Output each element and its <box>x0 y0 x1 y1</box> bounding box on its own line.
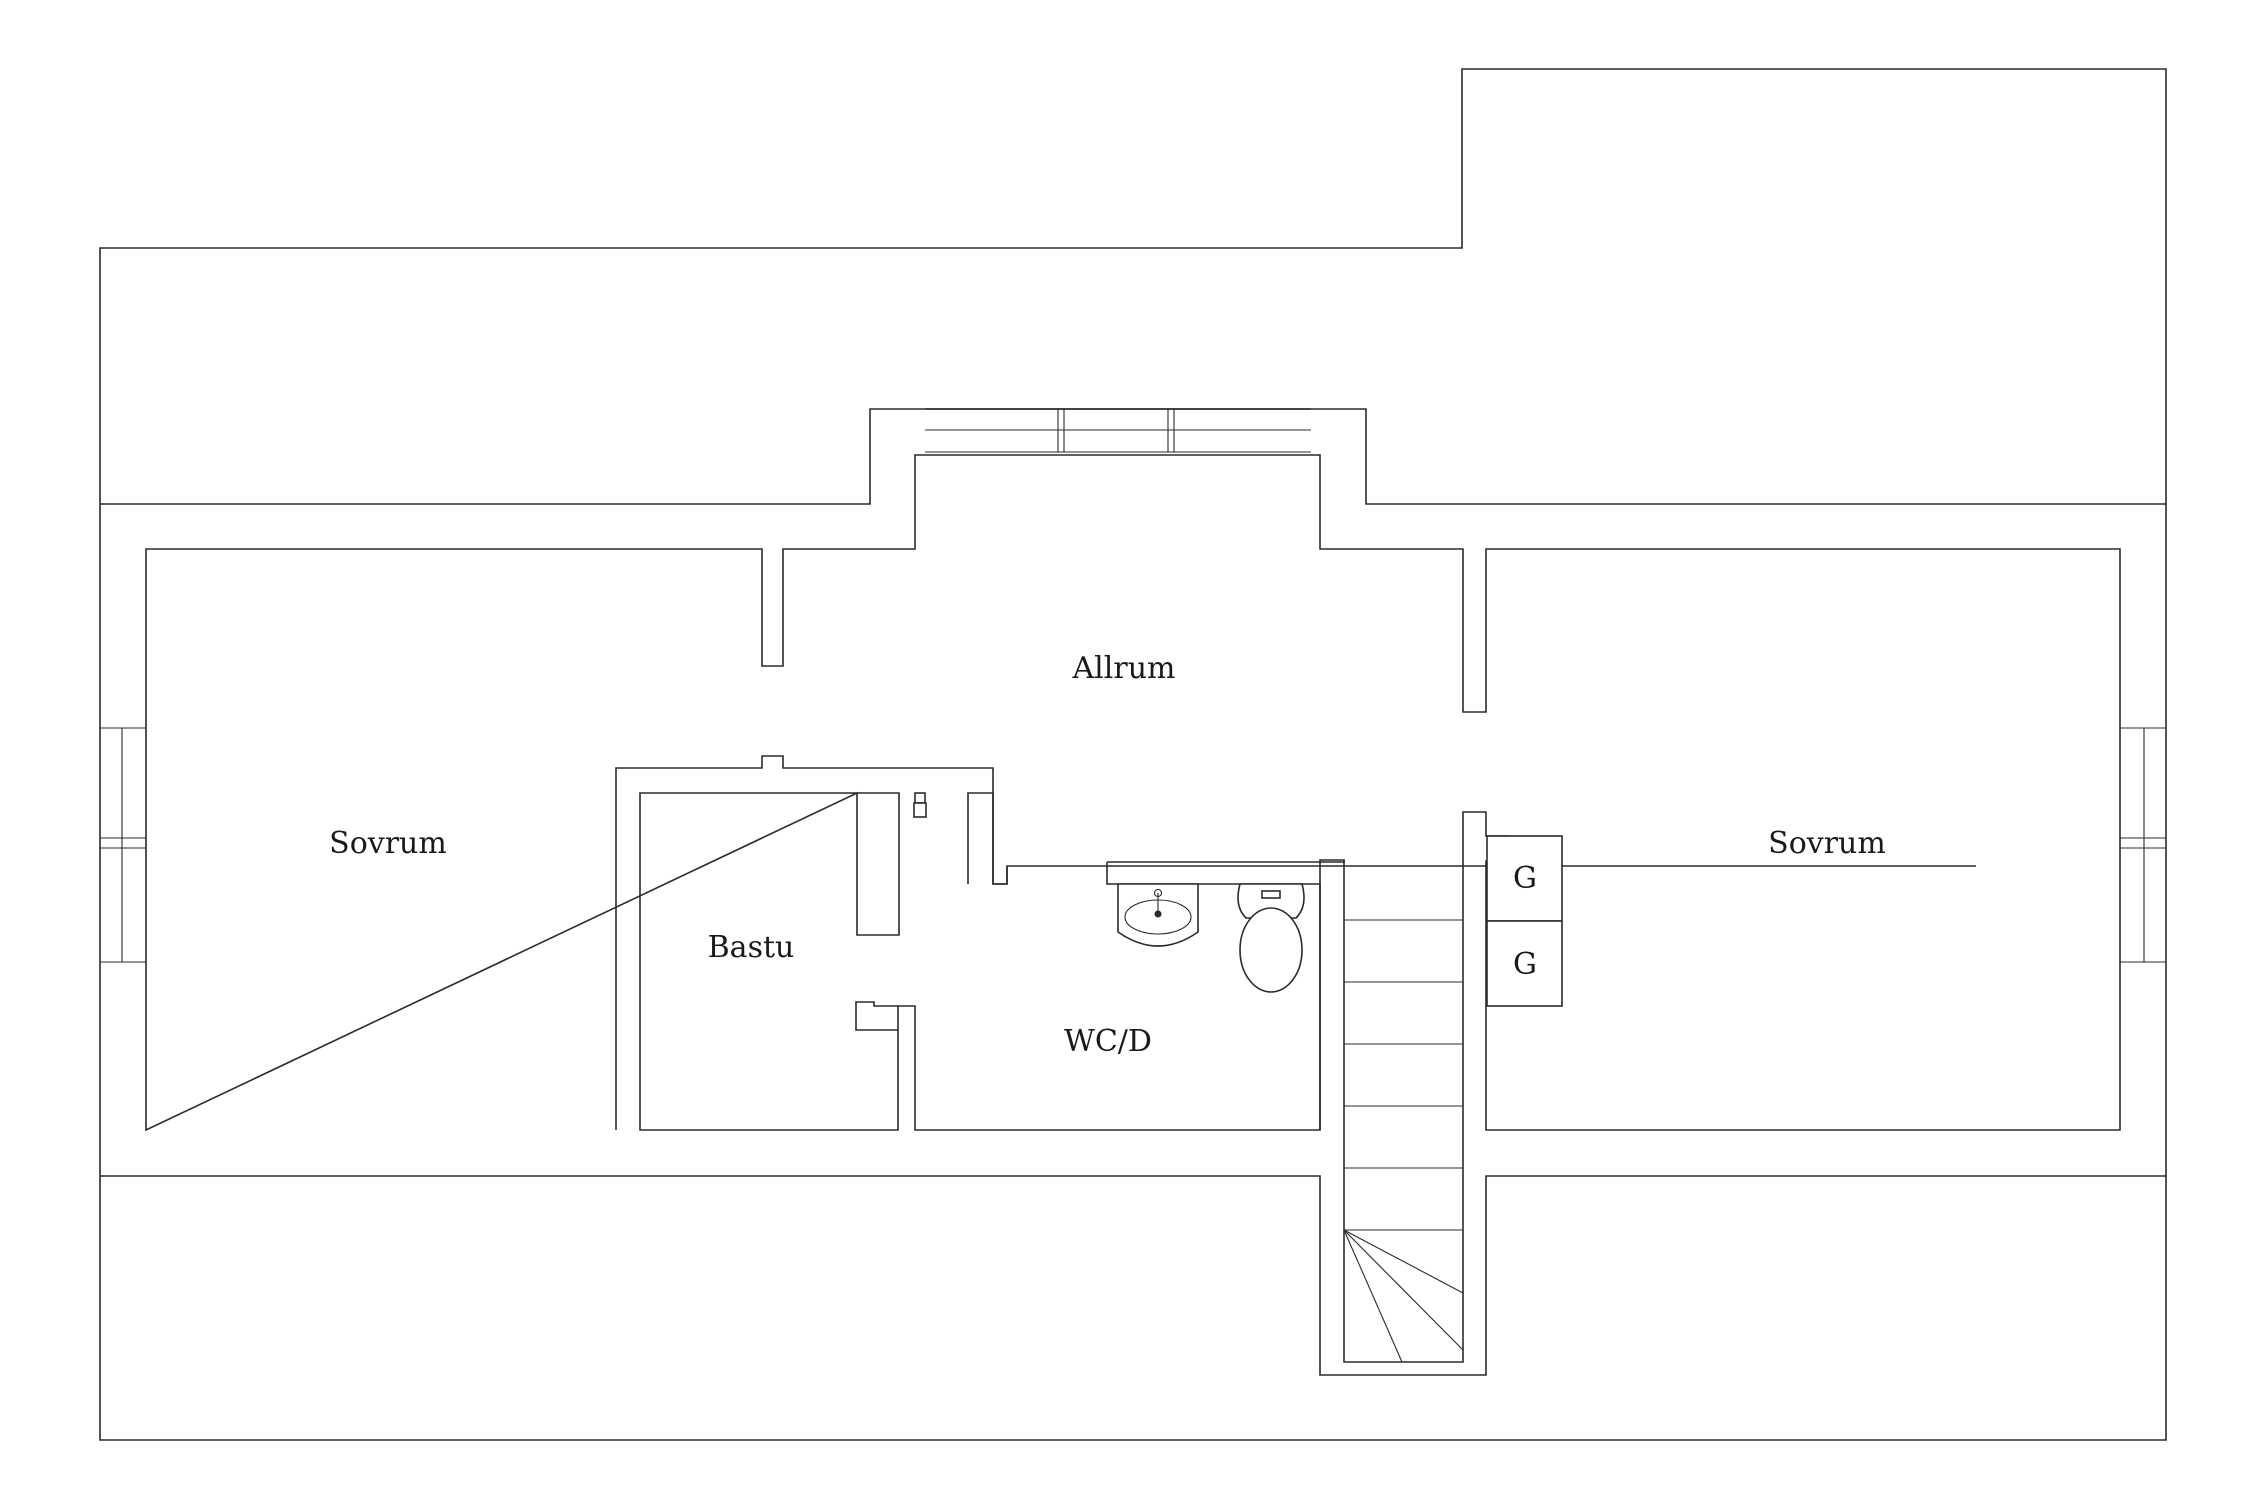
room-label-bastu: Bastu <box>708 930 795 965</box>
window-left <box>100 727 146 963</box>
stair-wall <box>1106 860 1345 1130</box>
room-label-allrum: Allrum <box>1072 651 1176 686</box>
room-label-sovrum-right: Sovrum <box>1768 826 1886 861</box>
roof-line-top <box>100 408 2166 505</box>
closet-label-bottom: G <box>1513 947 1537 982</box>
shower-icon <box>913 792 927 818</box>
window-right <box>2120 727 2166 963</box>
roof-line-bottom <box>100 1175 2166 1376</box>
closet-bottom <box>1486 920 1563 1007</box>
staircase <box>1343 919 1464 1363</box>
sink-icon <box>1117 883 1199 947</box>
wc-partition <box>967 792 1008 885</box>
closet-top <box>1486 835 1563 922</box>
room-label-sovrum-left: Sovrum <box>329 826 447 861</box>
room-label-wc: WC/D <box>1064 1024 1152 1059</box>
dormer-window <box>925 408 1311 453</box>
wall-top-left <box>145 454 2121 1363</box>
closet-label-top: G <box>1513 861 1537 896</box>
toilet-icon <box>1237 883 1305 993</box>
outer-outline <box>99 68 2167 1441</box>
